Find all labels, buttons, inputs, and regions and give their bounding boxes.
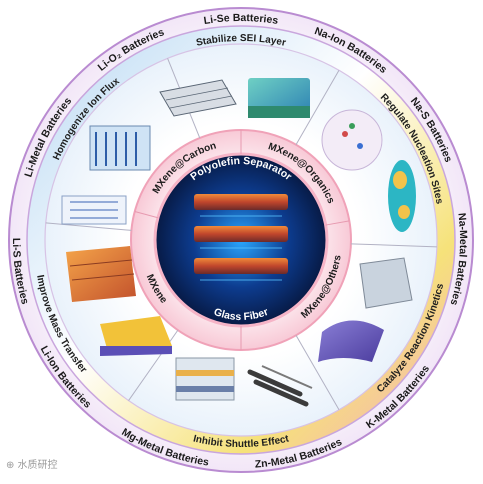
sector-divider-line [295, 335, 340, 410]
illustration-thumbnails [61, 78, 416, 407]
sector-divider-line [295, 70, 340, 145]
mass-transfer-layers-illustration [66, 246, 136, 302]
sector-divider-line [45, 222, 132, 231]
catalyst-fabric-illustration [318, 320, 384, 362]
shuttle-layer-stack-illustration [175, 357, 235, 401]
catalyst-particles-illustration [359, 257, 413, 309]
ion-flux-illustration [61, 195, 127, 225]
nucleation-molecule-illustration [321, 109, 383, 171]
sector-divider-line [350, 243, 437, 248]
graphene-sheet-illustration [159, 79, 237, 117]
sei-layer-illustration [248, 78, 310, 118]
nucleation-deposit-illustration [388, 160, 416, 232]
ion-flux-column-illustration [89, 125, 151, 171]
watermark: ⊕ 水质研控 [6, 460, 58, 471]
separator-label-bottom: Glass Fiber [212, 306, 270, 323]
inner-divider-line [134, 211, 159, 219]
inner-divider-line [325, 220, 350, 226]
separator-stack-illustration [194, 194, 288, 281]
shuttle-strands-illustration [247, 365, 313, 407]
mass-transfer-gold-illustration [100, 316, 172, 356]
mid-ring-label: Stabilize SEI Layer [195, 33, 287, 49]
outer-ring-label: Li-Se Batteries [203, 12, 279, 27]
